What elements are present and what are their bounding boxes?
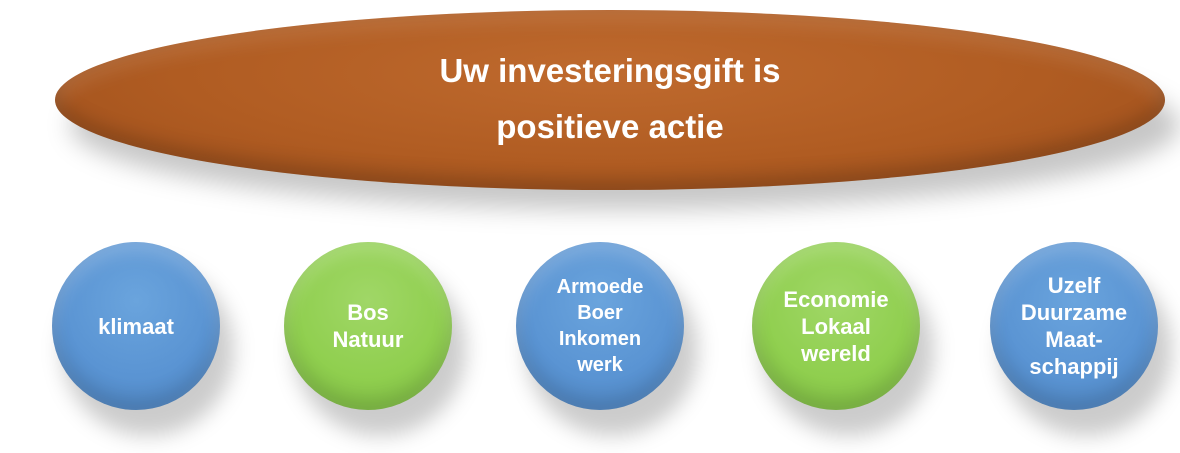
circle-label-line: Uzelf bbox=[1047, 273, 1101, 298]
circle-node-1: klimaat bbox=[52, 242, 234, 436]
header-title: Uw investeringsgift is positieve actie bbox=[439, 43, 780, 155]
circle-economie: Economie Lokaal wereld bbox=[752, 242, 920, 410]
circle-node-4: Economie Lokaal wereld bbox=[752, 242, 934, 436]
circle-uzelf: Uzelf Duurzame Maat- schappij bbox=[990, 242, 1158, 410]
circle-label-line: werk bbox=[577, 354, 623, 376]
circle-klimaat: klimaat bbox=[52, 242, 220, 410]
circle-label-line: schappij bbox=[1029, 354, 1119, 379]
circle-label-line: Economie bbox=[783, 286, 889, 312]
header-title-line-1: Uw investeringsgift is bbox=[439, 52, 781, 89]
circle-node-2: Bos Natuur bbox=[284, 242, 466, 436]
circle-label-line: Lokaal bbox=[801, 313, 871, 339]
circle-label-line: wereld bbox=[801, 340, 871, 366]
circle-label-line: Armoede bbox=[556, 276, 644, 298]
circle-label-line: Inkomen bbox=[558, 328, 642, 350]
circle-label-line: Maat- bbox=[1045, 327, 1103, 352]
circle-bos-natuur: Bos Natuur bbox=[284, 242, 452, 410]
header-title-line-2: positieve actie bbox=[496, 108, 724, 145]
circle-label-line: Natuur bbox=[332, 327, 404, 352]
circle-label-line: Boer bbox=[577, 302, 623, 324]
circle-label-line: Bos bbox=[347, 300, 389, 325]
circle-label-line: klimaat bbox=[98, 313, 174, 339]
header-ellipse: Uw investeringsgift is positieve actie bbox=[55, 10, 1165, 190]
circle-node-5: Uzelf Duurzame Maat- schappij bbox=[990, 242, 1172, 436]
circle-node-3: Armoede Boer Inkomen werk bbox=[516, 242, 698, 436]
circle-armoede: Armoede Boer Inkomen werk bbox=[516, 242, 684, 410]
circle-label-line: Duurzame bbox=[1020, 300, 1128, 325]
